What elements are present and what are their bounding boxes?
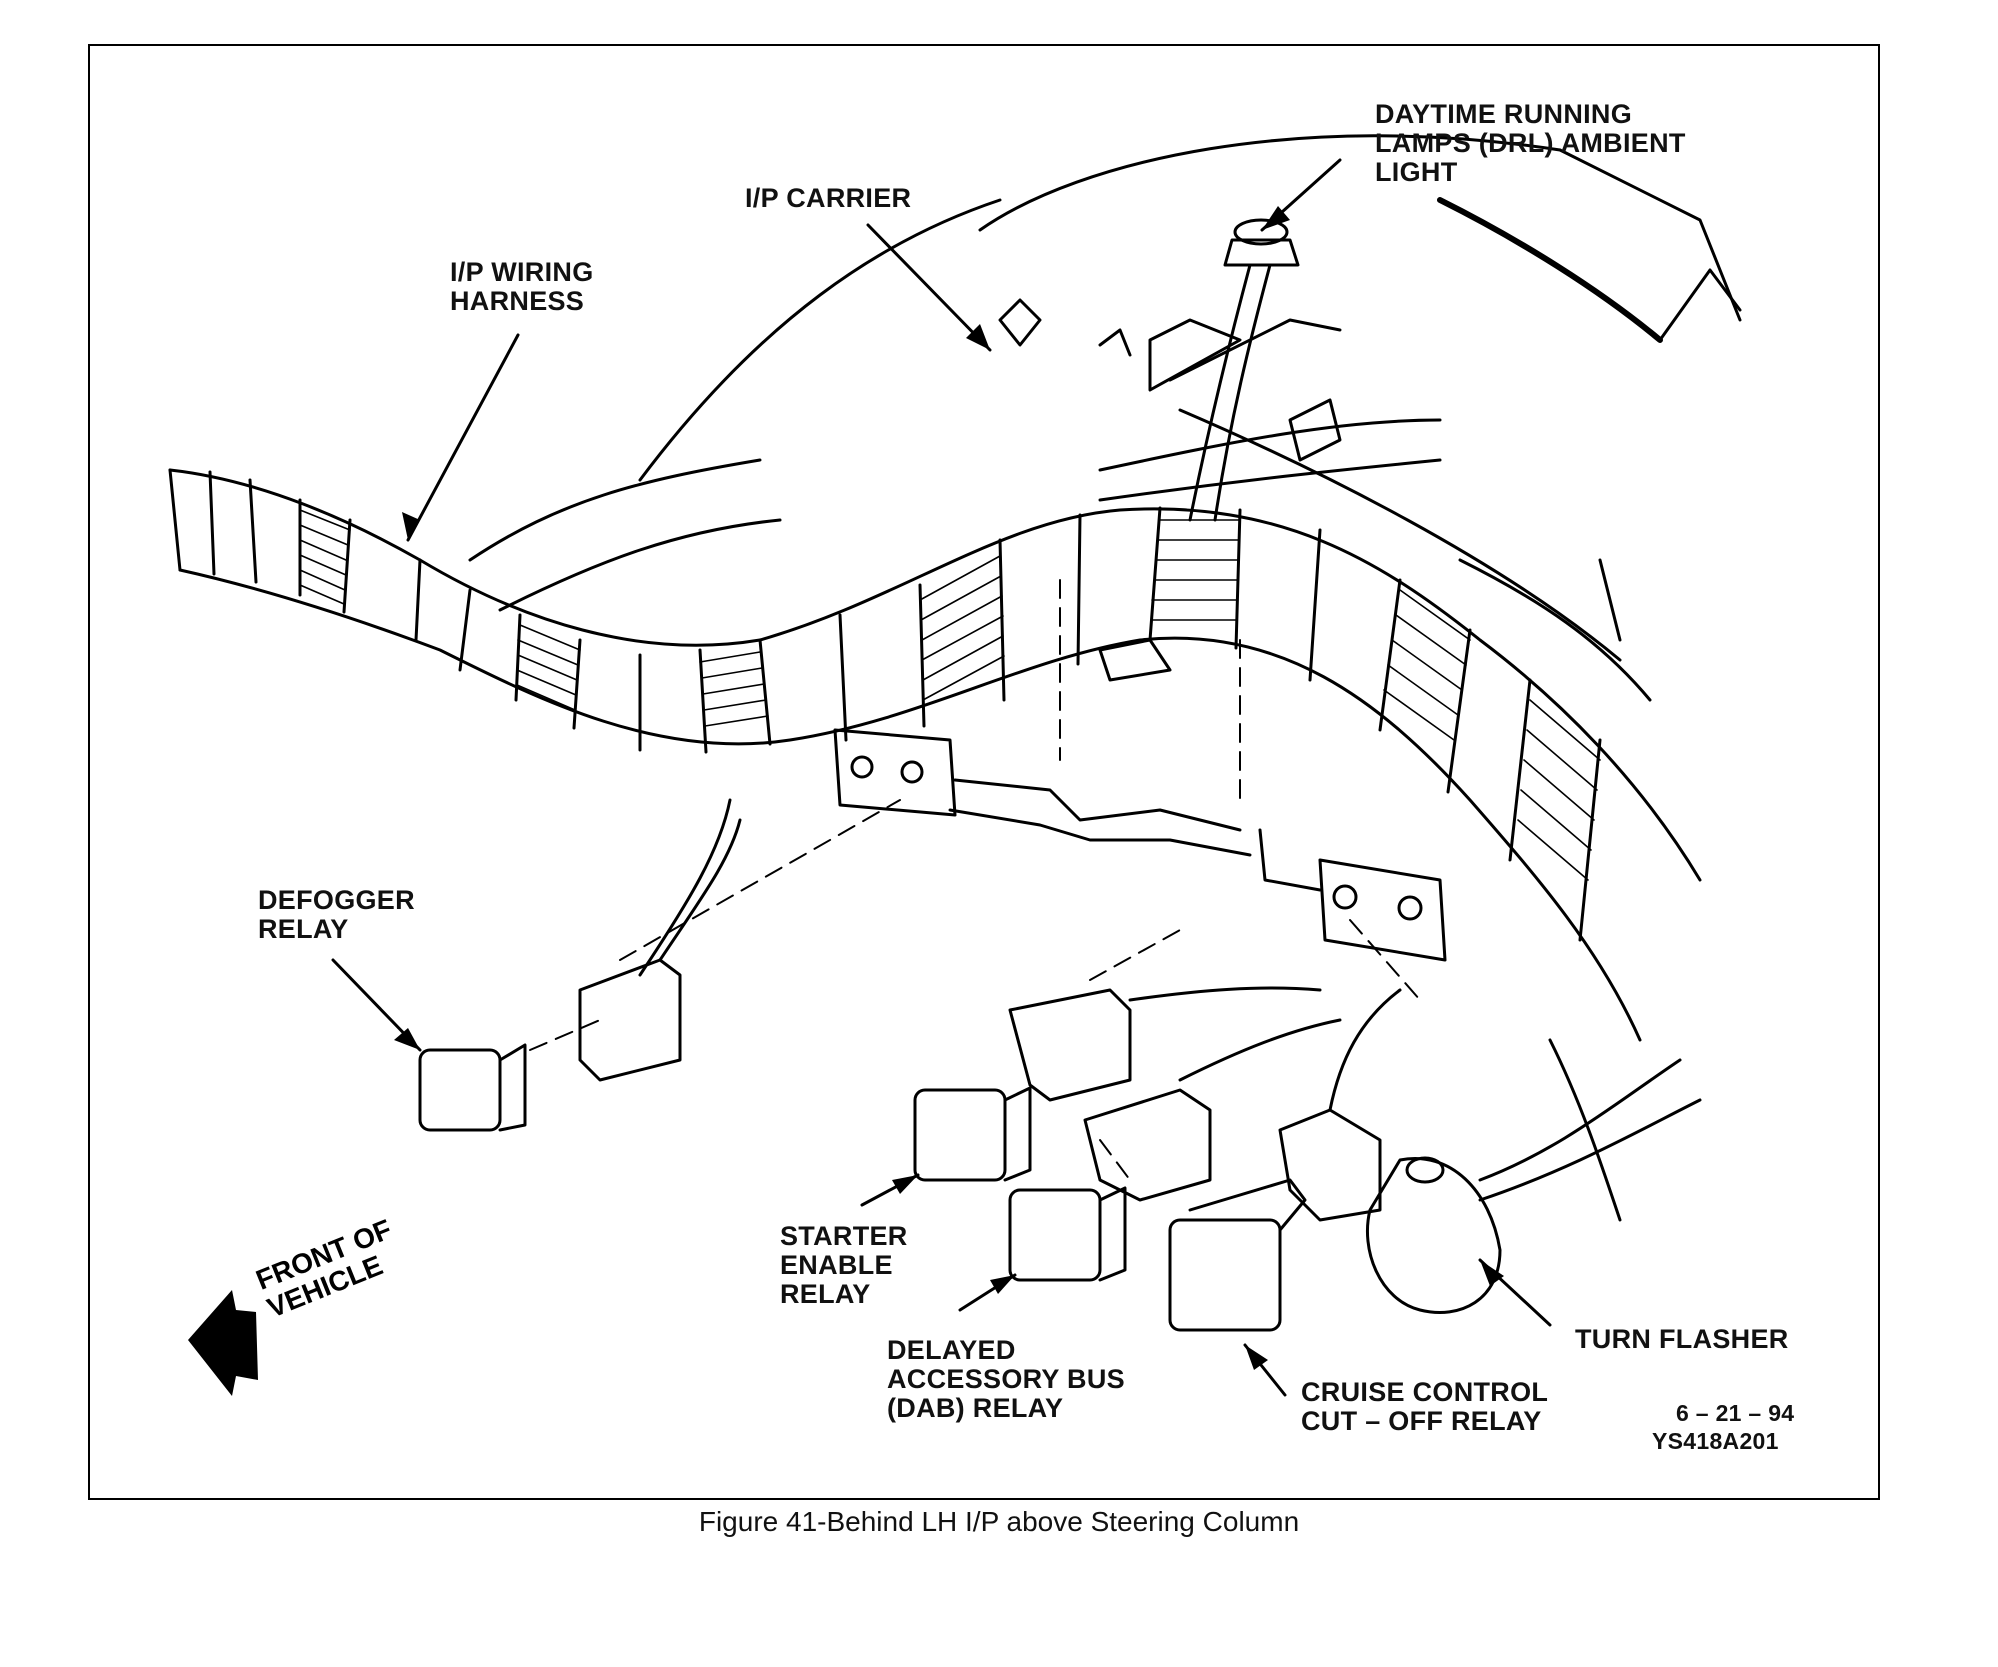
cruise-relay-body	[1168, 1218, 1282, 1332]
harness-top-edge	[168, 468, 1702, 882]
label-dab-relay: DELAYED ACCESSORY BUS (DAB) RELAY	[887, 1335, 1125, 1423]
figure-date: 6 – 21 – 94	[1676, 1400, 1795, 1426]
figure-caption: Figure 41-Behind LH I/P above Steering C…	[698, 1506, 1300, 1537]
harness-bottom-edge	[178, 568, 1642, 1042]
drl-sensor-body	[1223, 238, 1300, 267]
front-arrow	[188, 1290, 258, 1396]
defogger-connector	[578, 958, 682, 1082]
dashboard-trim	[1437, 197, 1663, 343]
defogger-relay-body	[418, 1048, 502, 1132]
label-ip-carrier: I/P CARRIER	[745, 183, 912, 213]
dab-relay-body	[1008, 1188, 1102, 1282]
starter-relay-body	[913, 1088, 1007, 1182]
label-cruise-control-relay: CRUISE CONTROL CUT – OFF RELAY	[1301, 1377, 1549, 1436]
label-defogger-relay: DEFOGGER RELAY	[258, 885, 415, 944]
diagram-frame	[88, 44, 1880, 1500]
label-starter-enable-relay: STARTER ENABLE RELAY	[780, 1221, 908, 1309]
ip-carrier-edge	[638, 198, 1002, 482]
figure-id: YS418A201	[1652, 1428, 1779, 1454]
label-ip-wiring-harness: I/P WIRING HARNESS	[450, 257, 594, 316]
label-drl-ambient-light: DAYTIME RUNNING LAMPS (DRL) AMBIENT LIGH…	[1375, 99, 1686, 187]
turn-flasher-body	[1365, 1157, 1502, 1314]
label-turn-flasher: TURN FLASHER	[1575, 1324, 1789, 1354]
bracket-plate-right	[1318, 858, 1447, 962]
bracket-plate-left	[833, 728, 957, 817]
